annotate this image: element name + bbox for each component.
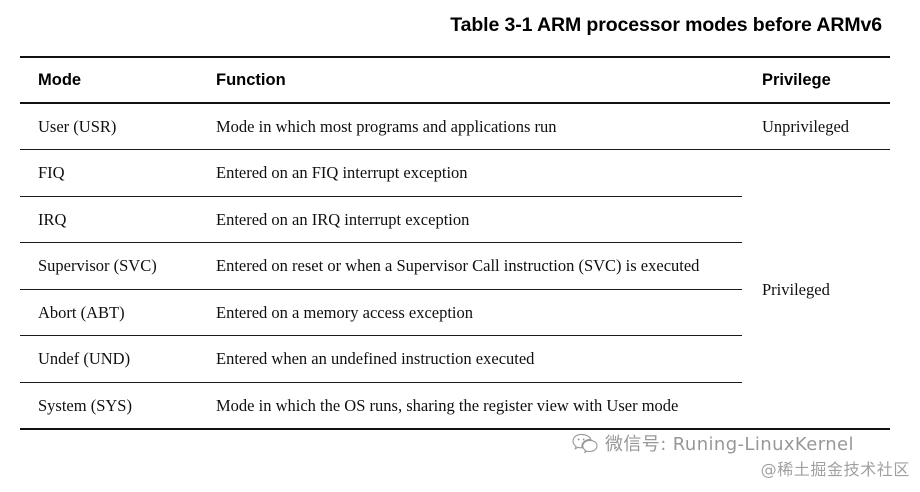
cell-privilege: Unprivileged: [742, 103, 890, 151]
cell-mode: FIQ: [20, 149, 216, 197]
cell-mode: User (USR): [20, 103, 216, 151]
watermark-line-1: 微信号: Runing-LinuxKernel: [572, 430, 854, 456]
cell-function: Entered on an IRQ interrupt exception: [216, 196, 742, 244]
watermark-source: @稀土掘金技术社区: [760, 460, 910, 479]
table-row: Abort (ABT) Entered on a memory access e…: [20, 289, 890, 337]
cell-function: Entered on a memory access exception: [216, 289, 742, 337]
cell-function: Entered on an FIQ interrupt exception: [216, 149, 742, 197]
cell-function: Entered when an undefined instruction ex…: [216, 335, 742, 383]
watermark-wechat-id: 微信号: Runing-LinuxKernel: [605, 434, 854, 455]
column-header-privilege: Privilege: [742, 58, 890, 104]
cell-mode: Undef (UND): [20, 335, 216, 383]
wechat-icon: [572, 433, 598, 454]
cell-function: Mode in which most programs and applicat…: [216, 103, 742, 151]
table-row: IRQ Entered on an IRQ interrupt exceptio…: [20, 196, 890, 244]
cell-mode: System (SYS): [38, 395, 132, 415]
table-row: Supervisor (SVC) Entered on reset or whe…: [20, 242, 890, 290]
table-row: System (SYS) Mode in which the OS runs, …: [20, 382, 890, 428]
cell-mode: Supervisor (SVC): [20, 242, 216, 290]
table-header: Mode Function Privilege: [20, 58, 890, 104]
cell-mode: Abort (ABT): [20, 289, 216, 337]
watermark-overlay: 微信号: Runing-LinuxKernel @稀土掘金技术社区: [572, 428, 912, 486]
cell-function: Entered on reset or when a Supervisor Ca…: [216, 242, 742, 290]
cell-privilege-merged: Privileged: [762, 279, 830, 299]
cell-function: Mode in which the OS runs, sharing the r…: [216, 395, 679, 415]
cell-mode: IRQ: [20, 196, 216, 244]
table-container: Mode Function Privilege User (USR) Mode …: [20, 56, 890, 431]
table-row: FIQ Entered on an FIQ interrupt exceptio…: [20, 149, 890, 299]
table-top-rule: [20, 56, 890, 58]
arm-processor-modes-table: Mode Function Privilege User (USR) Mode …: [20, 58, 890, 428]
table-row: Undef (UND) Entered when an undefined in…: [20, 335, 890, 383]
column-header-function: Function: [216, 58, 742, 104]
table-header-row: Mode Function Privilege: [20, 58, 890, 104]
table-caption: Table 3-1 ARM processor modes before ARM…: [450, 14, 882, 36]
table-bottom-rule: [20, 428, 890, 431]
column-header-mode: Mode: [20, 58, 216, 104]
table-body: User (USR) Mode in which most programs a…: [20, 103, 890, 428]
table-row: User (USR) Mode in which most programs a…: [20, 103, 890, 151]
